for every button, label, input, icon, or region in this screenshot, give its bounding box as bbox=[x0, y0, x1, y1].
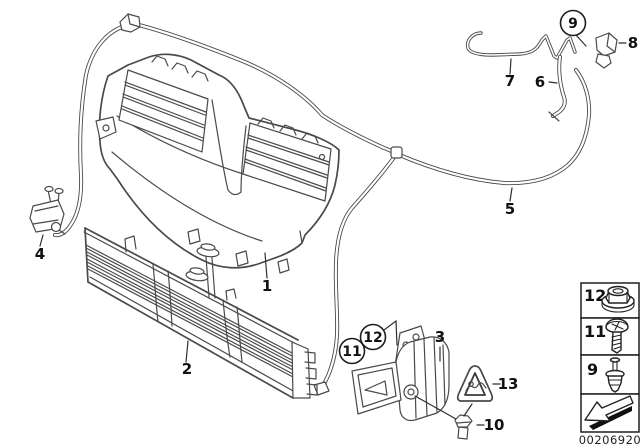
direction-arrow-icon bbox=[584, 395, 634, 430]
callout-13[interactable]: 13 bbox=[498, 375, 519, 393]
legend-row-direction[interactable] bbox=[580, 393, 640, 433]
part-4-actuator-drawing bbox=[29, 185, 66, 235]
callout-5[interactable]: 5 bbox=[505, 200, 515, 218]
part-13-warning-label-drawing bbox=[456, 365, 494, 402]
flange-nut-icon bbox=[601, 285, 635, 313]
callout-7[interactable]: 7 bbox=[505, 72, 515, 90]
part-1-air-duct-housing-drawing bbox=[95, 53, 340, 274]
legend-label-12[interactable]: 12 bbox=[584, 286, 606, 305]
hose-end-fitting bbox=[313, 381, 330, 396]
legend-row-9[interactable]: 9 bbox=[580, 354, 640, 395]
warning-triangle-icon bbox=[456, 365, 494, 402]
part-10-bolt-drawing bbox=[454, 414, 473, 440]
part-6-hose-drawing bbox=[548, 55, 567, 122]
callout-12-circled[interactable]: 12 bbox=[359, 323, 387, 351]
legend-row-12[interactable]: 12 bbox=[580, 282, 640, 319]
part-8-bracket-drawing bbox=[595, 32, 618, 69]
pan-head-screw-icon bbox=[605, 318, 629, 354]
part-3-air-duct-drawing bbox=[351, 325, 450, 422]
callout-6[interactable]: 6 bbox=[535, 73, 545, 91]
expansion-rivet-icon bbox=[605, 357, 625, 393]
legend-label-9[interactable]: 9 bbox=[587, 360, 598, 379]
callout-9-label[interactable]: 9 bbox=[568, 16, 578, 32]
callout-8[interactable]: 8 bbox=[628, 34, 638, 52]
callout-12-label[interactable]: 12 bbox=[363, 330, 382, 346]
catalog-number: 00206920 bbox=[579, 433, 640, 447]
legend-label-11[interactable]: 11 bbox=[584, 322, 606, 341]
hose-clip bbox=[390, 146, 403, 159]
part-7-rod-drawing bbox=[465, 31, 577, 60]
part-5-hose-drawing bbox=[53, 13, 592, 396]
callout-1[interactable]: 1 bbox=[262, 277, 272, 295]
callout-2[interactable]: 2 bbox=[182, 360, 192, 378]
leader-lines bbox=[39, 34, 627, 426]
callout-11-circled[interactable]: 11 bbox=[338, 337, 366, 365]
callout-10[interactable]: 10 bbox=[484, 416, 505, 434]
callout-11-label[interactable]: 11 bbox=[342, 344, 361, 360]
legend-row-11[interactable]: 11 bbox=[580, 317, 640, 356]
mounting-tab bbox=[95, 116, 117, 140]
part-2-air-flap-shutter-drawing bbox=[83, 227, 318, 399]
callout-labels: 1 2 3 4 5 6 7 8 10 13 9 11 12 bbox=[35, 9, 638, 434]
callout-9-circled[interactable]: 9 bbox=[559, 9, 587, 37]
legend-panel: 12 11 9 bbox=[580, 282, 640, 433]
callout-4[interactable]: 4 bbox=[35, 245, 45, 263]
callout-3[interactable]: 3 bbox=[435, 328, 445, 346]
